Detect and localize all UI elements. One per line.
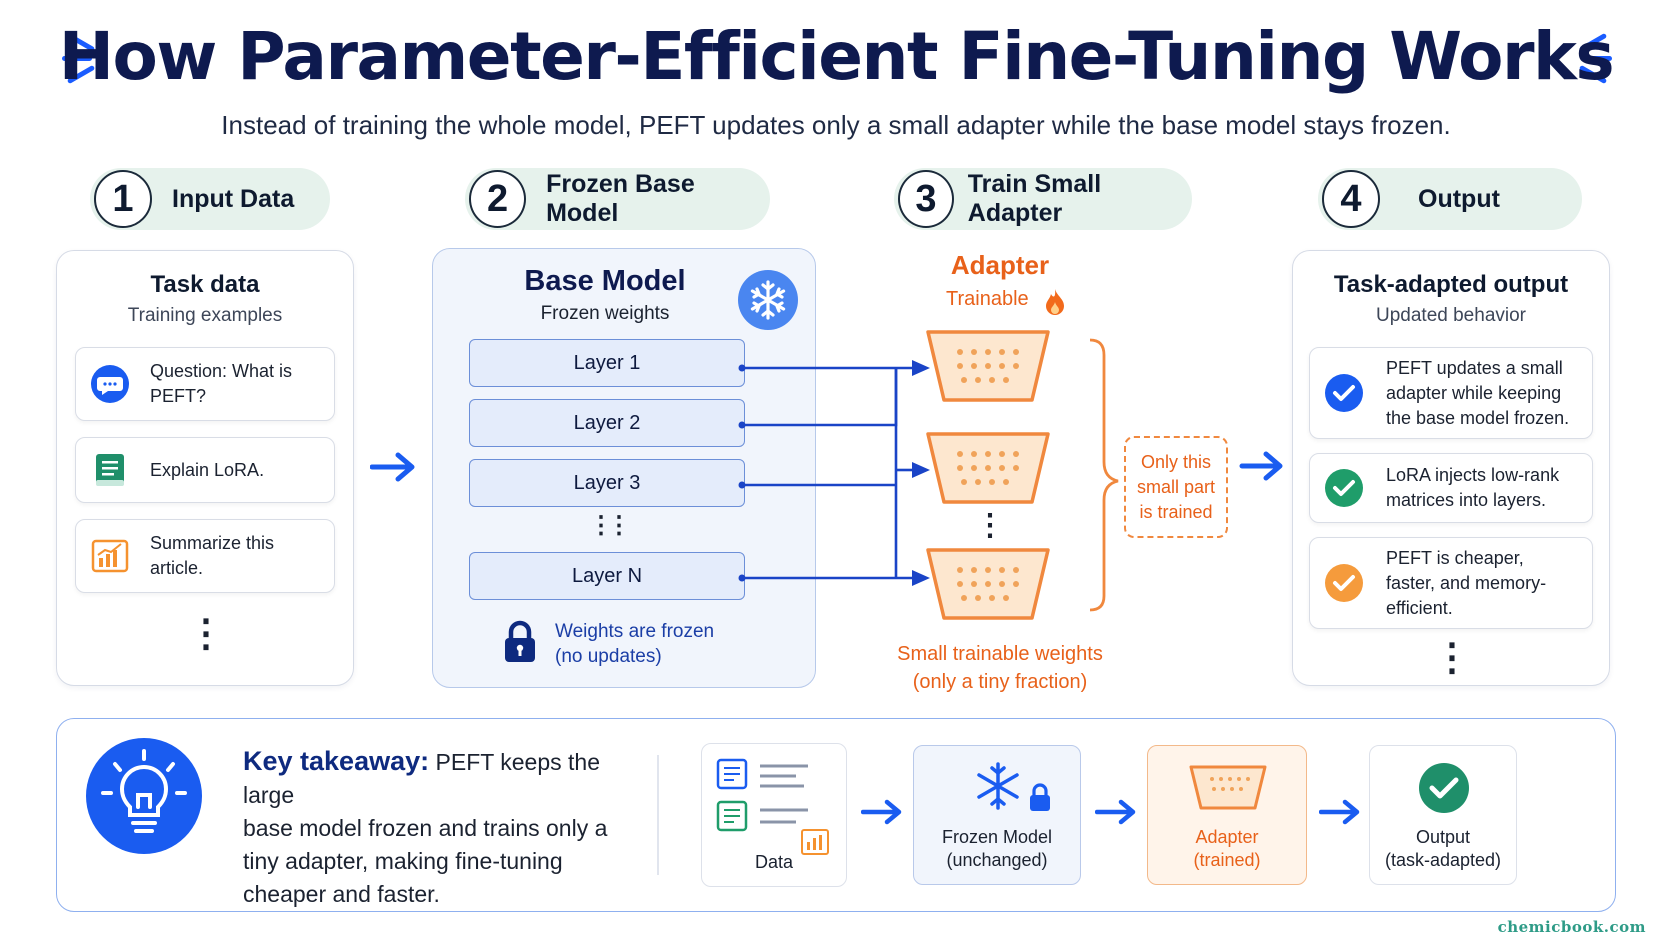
takeaway-line: cheaper and faster. [243, 881, 440, 907]
frozen-note: Weights are frozen (no updates) [555, 619, 714, 669]
takeaway-line: PEFT keeps the large [243, 749, 601, 808]
layer-box: Layer N [469, 552, 745, 600]
takeaway-line: base model frozen and trains only a [243, 815, 608, 841]
list-item: Explain LoRA. [75, 437, 335, 503]
key-takeaway-panel: Key takeaway: PEFT keeps the large base … [56, 718, 1616, 912]
divider [657, 755, 659, 875]
result-text: PEFT updates a small adapter while keepi… [1386, 357, 1570, 428]
page-title: How Parameter-Efficient Fine-Tuning Work… [58, 18, 1615, 95]
list-item: PEFT is cheaper, faster, and memory-effi… [1309, 537, 1593, 629]
check-circle-icon [1325, 564, 1363, 602]
result-text: PEFT is cheaper, faster, and memory-effi… [1386, 547, 1547, 618]
takeaway-text: Key takeaway: PEFT keeps the large base … [243, 745, 653, 911]
arrow-right-icon [1319, 799, 1360, 825]
adapter-ellipsis: ⋮ [975, 509, 1005, 542]
frozen-note-line: (no updates) [555, 646, 662, 667]
lightbulb-icon [86, 738, 202, 854]
base-model-panel: Base Model Frozen weights Layer 1 Layer … [432, 248, 816, 688]
list-item: LoRA injects low-rank matrices into laye… [1309, 453, 1593, 523]
flow-label: Adapter [1195, 827, 1259, 847]
arrow-right-icon [1239, 451, 1283, 481]
adapter-caption-line: (only a tiny fraction) [912, 671, 1088, 693]
check-circle-icon [1419, 763, 1469, 813]
flow-label: (unchanged) [946, 850, 1048, 870]
adapter-subtitle: Trainable [946, 288, 1029, 310]
list-item: Summarize this article. [75, 519, 335, 593]
check-circle-icon [1325, 374, 1363, 412]
lock-icon [505, 620, 535, 662]
bracket-shape [1089, 338, 1119, 612]
adapter-caption-line: Small trainable weights [897, 643, 1103, 665]
step-2-pill: 2 Frozen Base Model [465, 168, 770, 230]
step-3-pill: 3 Train Small Adapter [894, 168, 1192, 230]
example-text: Explain LoRA. [150, 459, 265, 480]
base-model-title: Base Model [524, 265, 686, 297]
step-4-pill: 4 Output [1318, 168, 1582, 230]
flow-label: Frozen Model [941, 827, 1053, 847]
adapter-block-icon [926, 548, 1050, 620]
flow-adapter-box: Adapter (trained) [1147, 745, 1307, 885]
input-data-panel: Task data Training examples Question: Wh… [56, 250, 354, 686]
takeaway-line: tiny adapter, making fine-tuning [243, 848, 563, 874]
footer-watermark: chemicbook.com [1497, 918, 1646, 936]
title-decoration-right [1582, 56, 1612, 61]
adapter-caption: Small trainable weights (only a tiny fra… [880, 640, 1120, 696]
panel-subtitle: Updated behavior [1376, 305, 1526, 326]
flow-label: Output [1415, 827, 1471, 847]
flow-frozen-box: Frozen Model (unchanged) [913, 745, 1081, 885]
more-indicator: ⋮ [1433, 637, 1471, 679]
list-item: PEFT updates a small adapter while keepi… [1309, 347, 1593, 439]
output-panel: Task-adapted output Updated behavior PEF… [1292, 250, 1610, 686]
more-indicator: ⋮ [187, 613, 225, 655]
bar-chart-icon [91, 539, 129, 573]
arrow-right-icon [861, 799, 902, 825]
lock-icon [1030, 783, 1050, 811]
arrow-right-icon [370, 452, 415, 482]
layer-box: Layer 1 [469, 339, 745, 387]
step-label: Train Small Adapter [967, 170, 1102, 227]
flow-data-box: Data [701, 743, 847, 887]
snowflake-icon [738, 270, 798, 330]
adapter-block-icon [1189, 765, 1267, 810]
page-subtitle: Instead of training the whole model, PEF… [221, 110, 1451, 140]
trained-part-note: Only this small part is trained [1124, 436, 1228, 538]
step-label: Frozen Base Model [546, 170, 695, 227]
step-number: 4 [1322, 170, 1380, 228]
connector-line [742, 368, 898, 427]
result-text: LoRA injects low-rank matrices into laye… [1386, 465, 1560, 510]
flame-icon [1046, 289, 1064, 315]
layer-ellipsis: ⋮⋮ [589, 512, 631, 539]
list-item: Question: What is PEFT? [75, 347, 335, 421]
panel-title: Task data [150, 271, 260, 298]
title-decoration-left [62, 56, 92, 61]
step-1-pill: 1 Input Data [90, 168, 330, 230]
step-number: 2 [469, 170, 527, 228]
panel-title: Task-adapted output [1333, 271, 1569, 298]
flow-label: (task-adapted) [1384, 850, 1502, 870]
adapter-block-icon [926, 432, 1050, 504]
check-circle-icon [1325, 469, 1363, 507]
step-label: Output [1418, 184, 1500, 213]
adapter-title: Adapter [950, 250, 1050, 280]
flow-label: Data [754, 852, 794, 872]
frozen-note-line: Weights are frozen [555, 621, 715, 642]
panel-subtitle: Training examples [127, 305, 283, 326]
base-model-subtitle: Frozen weights [540, 303, 670, 324]
adapter-block-icon [926, 330, 1050, 402]
example-text: Question: What is PEFT? [150, 361, 293, 406]
book-icon [96, 454, 124, 486]
flow-output-box: Output (task-adapted) [1369, 745, 1517, 885]
layer-box: Layer 3 [469, 459, 745, 507]
takeaway-label: Key takeaway: [243, 746, 430, 776]
step-number: 1 [94, 170, 152, 228]
documents-icon [716, 758, 829, 855]
step-number: 3 [898, 170, 954, 228]
example-text: Summarize this article. [150, 533, 275, 578]
step-label: Input Data [172, 184, 295, 213]
arrow-right-icon [1095, 799, 1136, 825]
chat-bubble-icon [91, 365, 129, 403]
flow-label: (trained) [1193, 850, 1261, 870]
snowflake-icon [977, 762, 1019, 810]
